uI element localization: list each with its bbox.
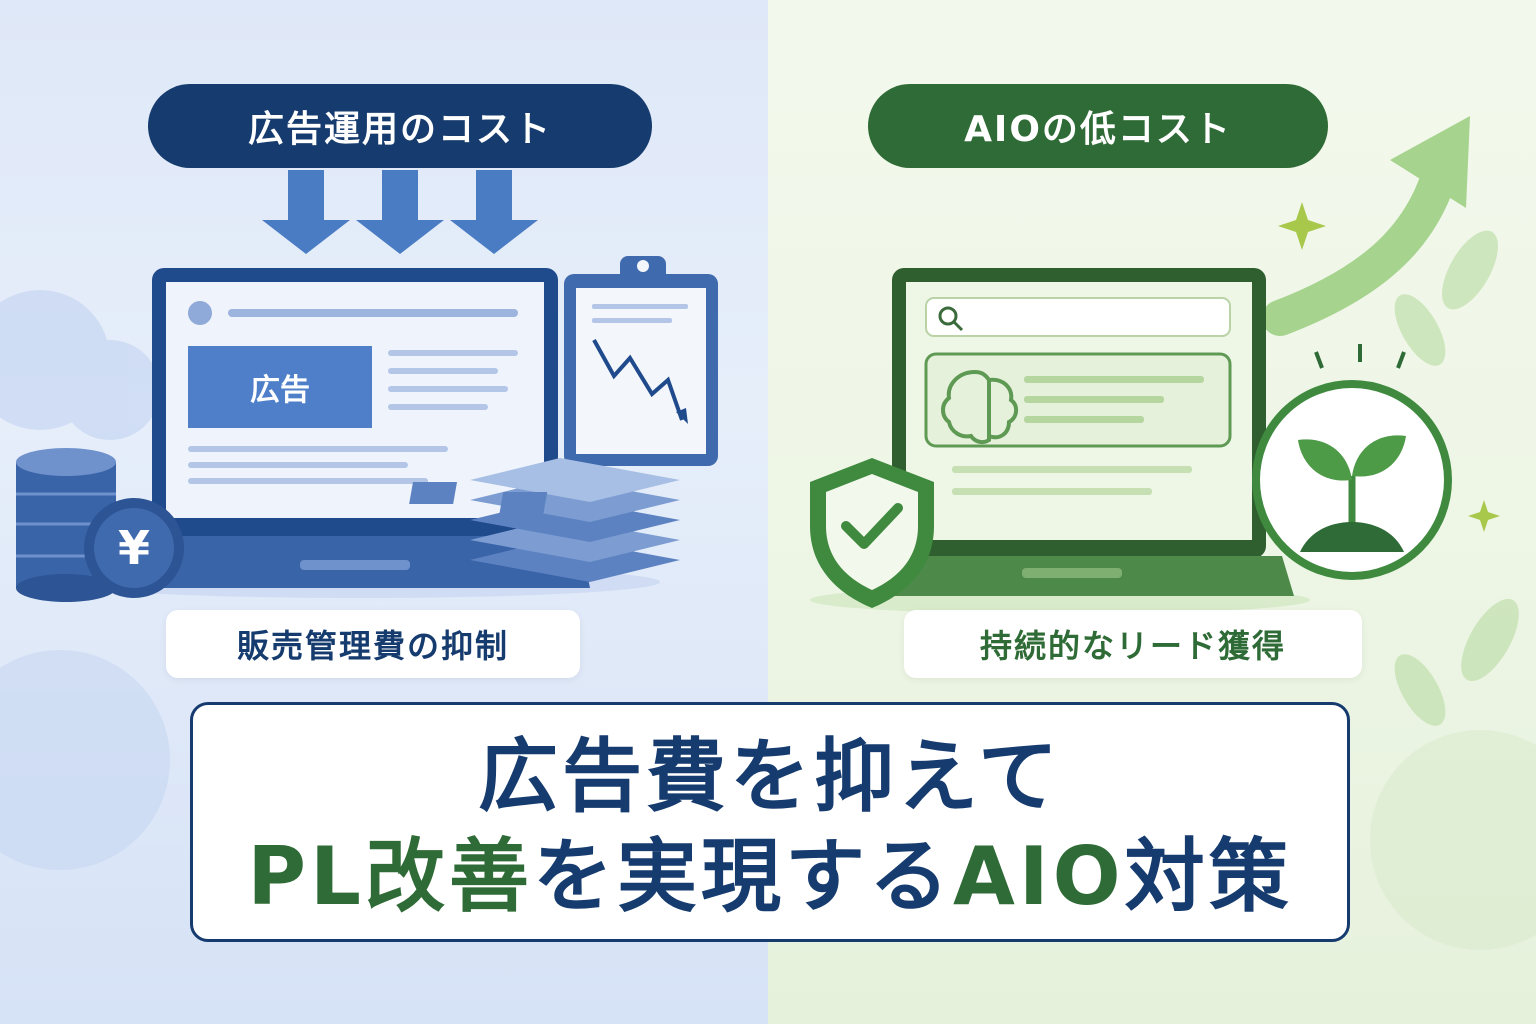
left-panel-caption: 販売管理費の抑制 — [166, 610, 580, 678]
left-panel-title: 広告運用のコスト — [148, 84, 652, 168]
search-laptop-icon — [810, 268, 1310, 614]
yen-symbol: ¥ — [117, 521, 150, 575]
headline-measures: 対策 — [1124, 830, 1293, 923]
down-arrows-icon — [262, 170, 538, 254]
sparkle-icon — [1278, 202, 1326, 250]
headline-aio: AIO — [952, 830, 1125, 923]
right-cloud-decoration — [1370, 730, 1536, 950]
headline-pl-improvement: PL改善 — [247, 830, 533, 923]
sparkle-icon — [1468, 500, 1500, 532]
headline-box: 広告費を抑えて PL改善を実現するAIO対策 — [190, 702, 1350, 942]
leaves-decoration — [1394, 230, 1519, 726]
shield-check-icon — [810, 458, 934, 608]
left-cloud-decoration — [0, 290, 170, 870]
headline-realize: を実現する — [532, 830, 953, 923]
brain-icon — [941, 369, 1018, 445]
ad-banner-label: 広告 — [250, 373, 310, 408]
right-panel-title: AIOの低コスト — [868, 84, 1328, 168]
sprout-icon — [1252, 344, 1452, 580]
banknote-stack-icon — [409, 458, 680, 582]
headline-line-1: 広告費を抑えて — [478, 730, 1062, 823]
right-panel-caption: 持続的なリード獲得 — [904, 610, 1362, 678]
declining-chart-clipboard-icon — [564, 256, 718, 466]
headline-line-2: PL改善を実現するAIO対策 — [193, 829, 1347, 925]
